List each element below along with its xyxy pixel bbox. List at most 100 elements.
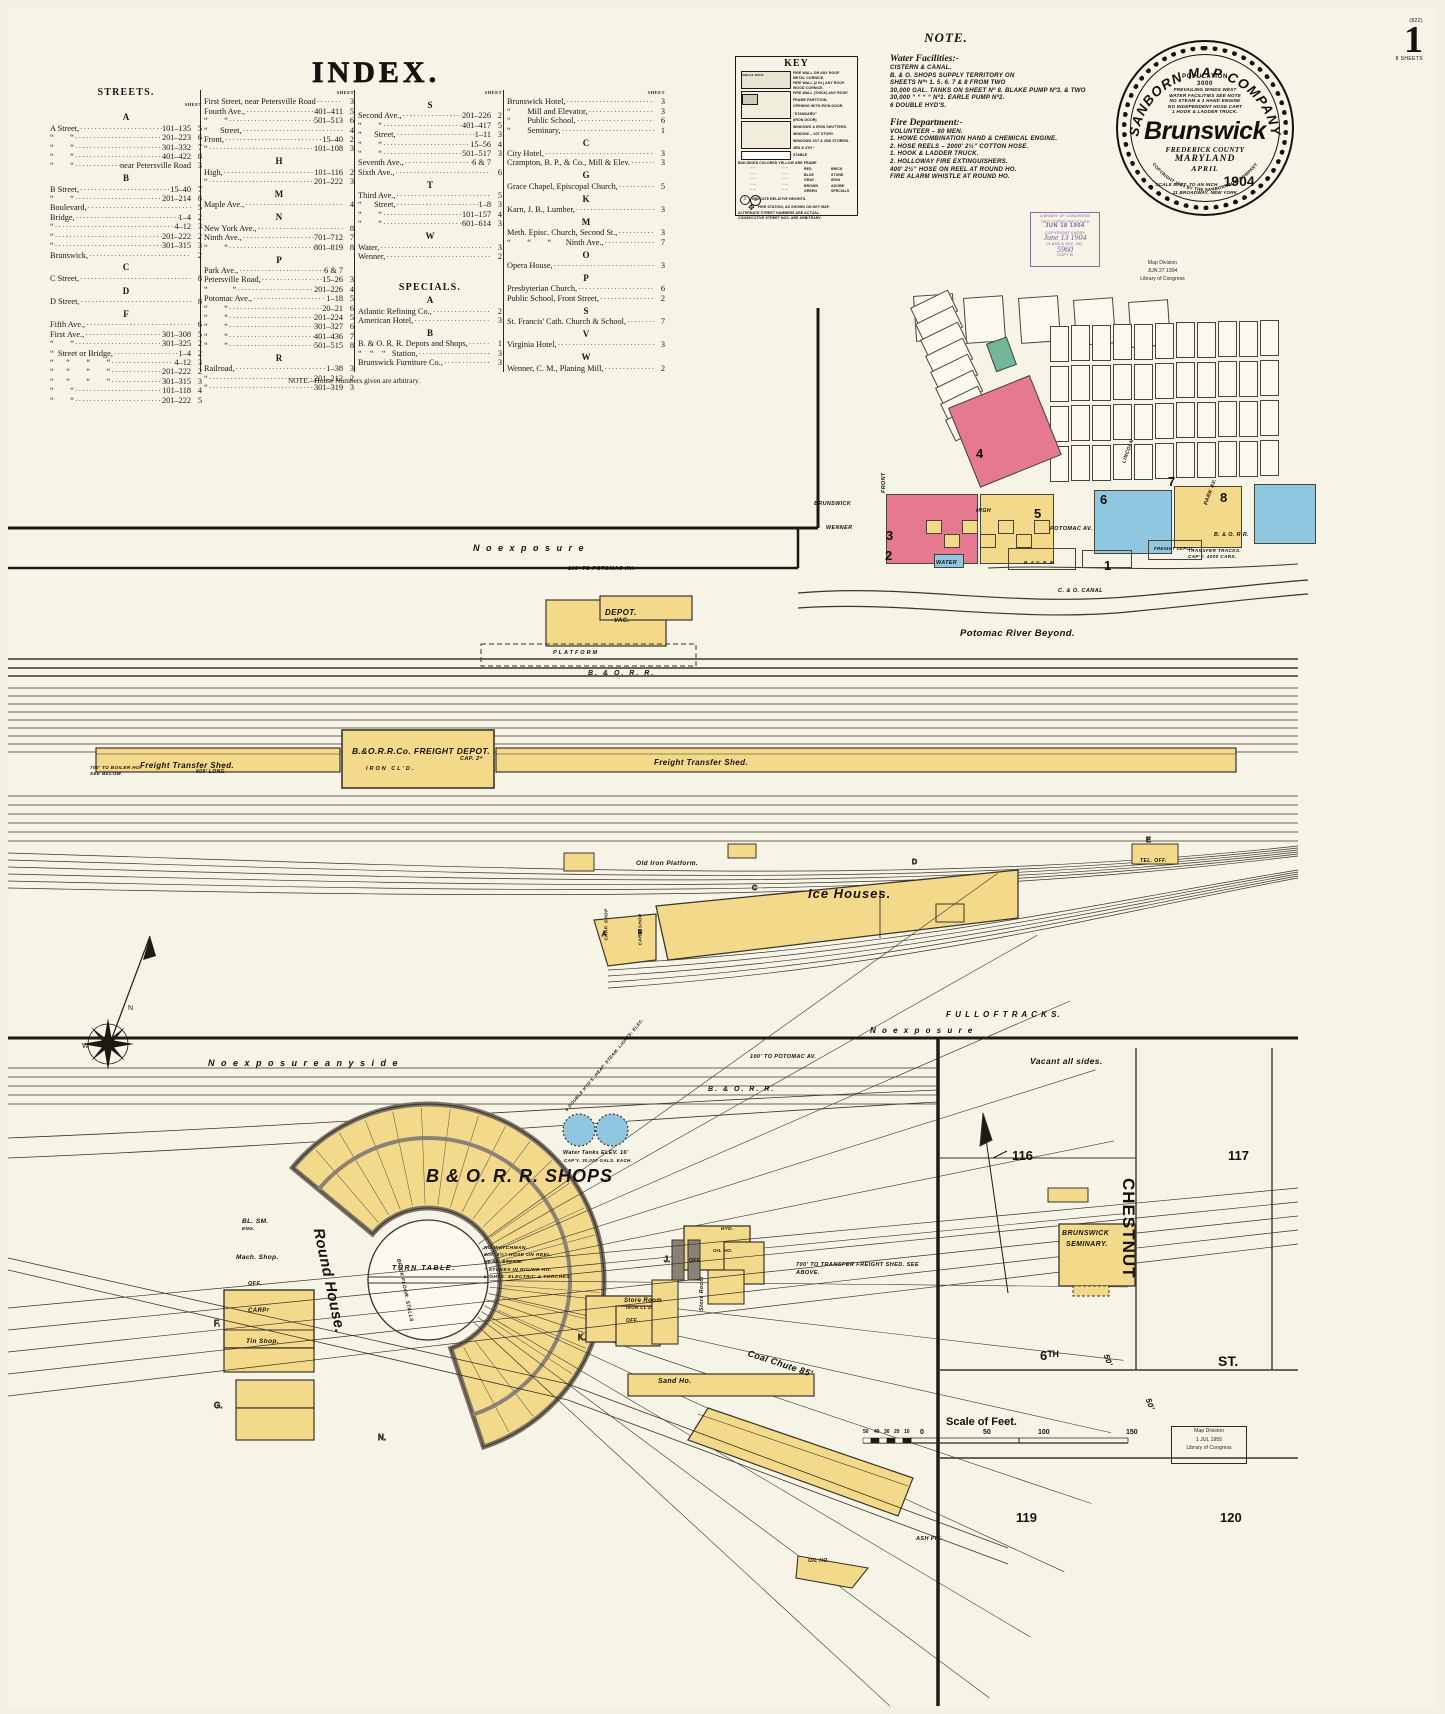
note-fire-lines: VOLUNTEER – 80 MEN.1. HOWE COMBINATION H… [890,128,1105,181]
index-letter-B: B [122,173,129,184]
index-entry-sheet: 1 [497,339,502,349]
index-entry-name: “ “ [50,194,74,204]
plat-green-canal-3 [1082,550,1132,568]
index-leader-dots: ···································· [80,123,162,133]
index-row: “····································201… [204,177,354,186]
index-entry-numbers: 15–40 [322,135,343,145]
index-entry-name: D Street, [50,297,80,307]
index-leader-dots: ···································· [80,184,170,194]
index-entry-name: “ “ [358,209,382,219]
index-row: Brunswick Hotel,························… [507,97,665,106]
index-row: “ “····································3… [204,322,354,331]
index-leader-dots: ···································· [113,348,179,358]
index-leader-dots: ···································· [111,376,162,386]
note-fire-heading: Fire Department:- [890,116,963,128]
index-row: “····································301… [50,241,202,250]
key-line-13: STABLE [793,153,808,157]
index-entry-name: B. & O. R. R. Depots and Shops, [358,339,468,349]
note-fire-line-5: 400' 2½” HOSE ON REEL AT ROUND HO. [890,165,1017,173]
index-entry-sheet: 8 [349,223,354,233]
index-entry-name: “ Mill and Elevator, [507,106,588,116]
plat-lot-1-4 [1134,363,1153,400]
note-water-lines: CISTERN & CANAL.B. & O. SHOPS SUPPLY TER… [890,64,1105,110]
index-letter-P: P [276,254,282,265]
key-color-meaning-4: SPECIALS [831,189,850,194]
index-entry-sheet: 3 [497,358,502,368]
key-swatch-windows [741,121,791,149]
index-entry-name: Crampton, B. P., & Co., Mill & Elev. [507,158,630,168]
loc-hand1: June 13 1904 [1043,233,1087,243]
label-oil-ho: OIL HO. [713,1248,733,1253]
mapdiv2-date: 1 JUL 1955 [1195,1436,1223,1443]
index-letter-O: O [582,249,590,260]
index-entry-name: “ “ [358,139,382,149]
index-entry-sheet: 8 [191,274,202,283]
index-row: “ Street,·······························… [358,200,502,209]
plat-lot-3-5 [1155,443,1174,479]
index-footnote: NOTE.--House Numbers given are arbitrary… [287,376,421,385]
index-divider-3 [503,90,504,372]
key-color-name-blue: BLUE [804,172,814,177]
index-letter-M: M [581,216,591,227]
label-turn-note-1: 800' 2½” HOSE ON REEL. [484,1253,553,1259]
index-row: Fifth Ave.,·····························… [50,320,202,329]
index-entry-name: A Street, [50,123,80,133]
index-leader-dots: ······························ [468,339,491,349]
svg-text:W: W [82,1043,89,1050]
index-row: Sixth Ave.,·····························… [358,168,502,177]
index-entry-sheet: 3 [660,106,665,116]
index-row: Bridge,·································… [50,213,202,222]
index-divider-2 [354,90,355,372]
label-freight-shed-left: Freight Transfer Shed. [140,761,235,770]
note-title: NOTE. [924,30,968,45]
index-leader-dots: ···································· [74,339,162,349]
svg-text:J.: J. [664,1255,670,1264]
key-color-dots-4: ˙˙˙˙˙ [750,189,757,194]
index-leader-dots: ···································· [54,231,162,241]
index-row: “ Mill and Elevator,····················… [507,107,665,116]
key-line-12: 3RD & 4TH “ [793,146,815,150]
index-entry-sheet: 5 [191,124,202,133]
index-entry-sheet: 2 [660,293,665,303]
index-title: INDEX. [311,56,441,90]
key-colors-intro: BUILDINGS COLORED YELLOW ARE FRAME [738,161,817,165]
index-entry-sheet: 5 [660,181,665,191]
index-leader-dots: ···································· [223,167,315,177]
index-entry-sheet: 3 [660,158,665,168]
index-letter-R: R [275,353,283,364]
index-leader-dots: ······························ [418,348,491,358]
key-title: KEY [784,58,809,69]
index-entry-numbers: 15–26 [322,275,343,285]
key-line-4: FIRE WALL (THICK) ANY ROOF. [793,91,849,95]
key-line-0: FIRE WALL OR ANY ROOF. [793,71,841,75]
index-leader-dots: ···································· [89,250,191,260]
index-leader-dots: ···································· [618,181,654,191]
index-entry-name: Meth. Episc. Church, Second St., [507,228,618,238]
label-boiler-note: 700' TO BOILER HO. SEE BELOW. [90,765,142,776]
label-off-2: OFF. [626,1318,639,1324]
seal-population-label: POPULATION [1181,73,1229,80]
index-row: “ “····································5… [358,149,502,158]
index-entry-sheet: 3 [349,144,354,154]
index-entry-name: Opera House, [507,261,553,270]
index-row: “ “····································3… [50,339,202,348]
index-row: “ Public School,························… [507,116,665,125]
key-line-6: OPENING WITH IRON DOOR. [793,104,844,108]
index-leader-dots: ···································· [242,233,314,243]
index-leader-dots: ···································· [396,191,491,201]
label-100ft-potomac-mid: 100' TO POTOMAC AV. [750,1054,817,1060]
index-entry-sheet: 2 [660,363,665,373]
index-row: “ “····································1… [358,140,502,149]
index-entry-name: Virginia Hotel, [507,340,557,350]
index-leader-dots: ···································· [208,373,314,383]
index-entry-numbers: 201–222 [161,395,191,405]
index-entry-name: Potomac Ave., [204,294,253,304]
index-row: Virginia Hotel,·························… [507,340,665,349]
label-turn-note-0: NO WATCHMAN. [484,1246,528,1251]
index-entry-name: “ [204,144,208,154]
index-leader-dots: ······························ [432,306,491,316]
index-row: Wenner, C. M., Planing Mill,············… [507,364,665,373]
index-leader-dots: ···································· [74,395,162,405]
key-height-circle-1: 1 [740,195,750,205]
